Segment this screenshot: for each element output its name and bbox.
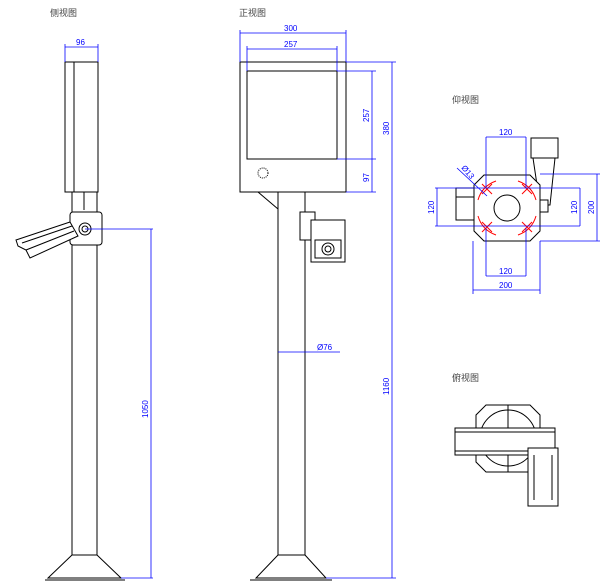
dim-bottom-right: 120 xyxy=(570,200,579,214)
base-plate xyxy=(473,174,541,242)
top-camera xyxy=(527,447,559,507)
front-view-title: 正视图 xyxy=(239,7,266,19)
dim-panel-height: 380 xyxy=(382,121,391,135)
bullet-camera xyxy=(15,221,79,259)
screen xyxy=(246,70,338,160)
dim-total-height: 1160 xyxy=(382,377,391,395)
dim-screen-width: 257 xyxy=(284,40,298,49)
dim-bottom-left: 120 xyxy=(427,200,436,214)
dim-bottom-bottom: 120 xyxy=(499,267,513,276)
front-camera xyxy=(310,219,346,263)
dim-bottom-top: 120 xyxy=(499,128,513,137)
side-view: 96 1050 xyxy=(15,38,153,581)
camera-bracket xyxy=(69,211,103,246)
dim-bottom-outer: 200 xyxy=(499,281,513,290)
top-view-title: 俯视图 xyxy=(452,372,479,384)
dim-screen-height: 257 xyxy=(362,108,371,122)
bottom-view-title: 仰视图 xyxy=(452,94,479,106)
dim-side-width: 96 xyxy=(76,38,85,47)
dim-outer-width: 300 xyxy=(284,24,298,33)
speaker-icon xyxy=(257,167,269,179)
dim-side-height: 1050 xyxy=(141,400,150,418)
side-view-title: 侧视图 xyxy=(50,7,77,19)
dim-bottom-margin: 97 xyxy=(362,173,371,182)
front-view: 300 257 257 97 380 1160 Ø76 xyxy=(239,24,396,581)
bottom-view: 120 120 200 120 120 200 Ø13 xyxy=(427,128,600,294)
top-view xyxy=(454,404,559,507)
dim-pole-diameter: Ø76 xyxy=(317,343,333,352)
dim-bottom-right-outer: 200 xyxy=(587,200,596,214)
